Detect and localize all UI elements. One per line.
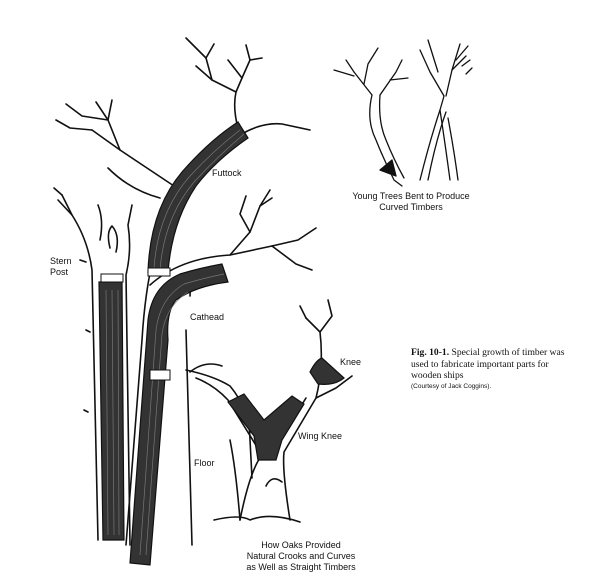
floor-timber	[129, 263, 229, 566]
figure-caption: Fig. 10-1. Special growth of timber was …	[411, 347, 571, 392]
label-floor: Floor	[194, 458, 215, 468]
caption-oaks-line3: as Well as Straight Timbers	[246, 562, 356, 572]
timber-joints	[100, 267, 171, 381]
label-cathead: Cathead	[190, 312, 225, 322]
futtock-timber	[147, 121, 249, 273]
caption-young-trees-line1: Young Trees Bent to Produce	[352, 191, 470, 201]
stern-post-tree	[53, 187, 133, 546]
figure-text: Special growth of timber was used to fab…	[411, 347, 565, 381]
young-trees-sketch	[333, 39, 473, 187]
figure-number: Fig. 10-1.	[411, 347, 450, 358]
label-futtock: Futtock	[212, 168, 242, 178]
label-stern-post-line2: Post	[50, 267, 69, 277]
caption-oaks-line1: How Oaks Provided	[261, 540, 341, 550]
timber-grain	[105, 129, 245, 556]
label-stern-post-line1: Stern	[50, 256, 72, 266]
label-knee: Knee	[340, 357, 362, 367]
figure-credit: (Courtesy of Jack Coggins).	[411, 382, 492, 390]
caption-young-trees: Young Trees Bent to Produce Curved Timbe…	[336, 191, 486, 213]
knee-timber	[309, 357, 345, 385]
caption-oaks-line2: Natural Crooks and Curves	[246, 551, 356, 561]
wing-knee-timber	[227, 393, 305, 461]
label-wing-knee: Wing Knee	[298, 431, 343, 441]
stern-post-timber	[98, 281, 125, 541]
caption-young-trees-line2: Curved Timbers	[379, 202, 443, 212]
label-stern-post: Stern Post	[50, 256, 72, 278]
caption-oaks: How Oaks Provided Natural Crooks and Cur…	[226, 540, 376, 573]
